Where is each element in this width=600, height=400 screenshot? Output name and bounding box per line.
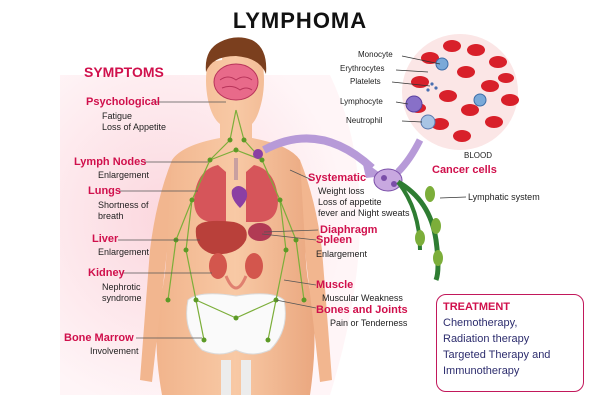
cancer-cell-cluster — [373, 168, 403, 192]
left-lung-shape — [194, 165, 226, 222]
spleen-detail: Enlargement — [316, 249, 368, 259]
liver-label: Liver — [92, 233, 119, 245]
left-kidney-shape — [209, 253, 227, 279]
bone-marrow-label: Bone Marrow — [64, 332, 134, 344]
kidney-detail-1: Nephrotic — [102, 282, 141, 292]
page-title: LYMPHOMA — [232, 8, 368, 33]
pelvis-shape — [186, 293, 286, 355]
liver-shape — [195, 220, 247, 255]
treatment-item-3: Targeted Therapy and — [443, 349, 551, 361]
muscle-label: Muscle — [316, 279, 354, 291]
arrow-to-cancer-cells — [262, 134, 375, 171]
spleen-shape — [248, 223, 272, 241]
leader-lines — [118, 101, 319, 339]
psychological-detail-2: Loss of Appetite — [102, 122, 167, 132]
blood-label: BLOOD — [464, 151, 493, 160]
psychological-label: Psychological — [86, 96, 160, 108]
systematic-detail-3: fever and Night sweats — [318, 208, 410, 218]
lymphatic-system-label: Lymphatic system — [468, 192, 540, 202]
kidney-label: Kidney — [88, 267, 125, 279]
right-lung-shape — [246, 165, 278, 222]
psychological-detail-1: Fatigue — [102, 111, 133, 121]
treatment-heading: TREATMENT — [443, 301, 511, 313]
arrow-blood-to-cancer — [395, 138, 424, 175]
treatment-item-4: Immunotherapy — [443, 365, 520, 377]
bones-joints-detail: Pain or Tenderness — [330, 318, 408, 328]
heart-shape — [231, 186, 248, 208]
monocyte-label: Monocyte — [358, 50, 393, 59]
systematic-detail-1: Weight loss — [318, 186, 365, 196]
kidney-detail-2: syndrome — [102, 293, 142, 303]
platelets-label: Platelets — [350, 77, 381, 86]
right-kidney-shape — [245, 253, 263, 279]
lungs-label: Lungs — [88, 185, 121, 197]
lymph-node-highlight — [253, 149, 263, 159]
spleen-label: Spleen — [316, 234, 353, 246]
lymphocyte-cell — [405, 95, 423, 113]
lymph-nodes-label: Lymph Nodes — [74, 156, 147, 168]
muscle-detail: Muscular Weakness — [322, 293, 403, 303]
bones-joints-label: Bones and Joints — [316, 304, 408, 316]
liver-detail: Enlargement — [98, 247, 150, 257]
lungs-detail-2: breath — [98, 211, 124, 221]
treatment-item-1: Chemotherapy, — [443, 317, 518, 329]
lymph-nodes-detail: Enlargement — [98, 170, 150, 180]
lymph-nodes-dots — [165, 137, 307, 343]
cancer-cells-label: Cancer cells — [432, 164, 497, 176]
brain-shape — [213, 63, 259, 101]
treatment-item-2: Radiation therapy — [443, 333, 530, 345]
lymphocyte-label: Lymphocyte — [340, 97, 383, 106]
lungs-detail-1: Shortness of — [98, 200, 149, 210]
monocyte-cell — [435, 57, 449, 71]
diaphragm-label: Diaphragm — [320, 224, 378, 236]
symptoms-heading: SYMPTOMS — [84, 64, 164, 80]
systematic-detail-2: Loss of appetite — [318, 197, 382, 207]
platelets-marks — [426, 82, 438, 92]
erythrocytes-label: Erythrocytes — [340, 64, 385, 73]
systematic-label: Systematic — [308, 172, 367, 184]
lymphatic-vessel — [396, 179, 443, 281]
bone-marrow-detail: Involvement — [90, 346, 139, 356]
neutrophil-label: Neutrophil — [346, 116, 383, 125]
treatment-box: TREATMENT Chemotherapy, Radiation therap… — [436, 294, 584, 392]
neutrophil-cell — [420, 114, 436, 130]
